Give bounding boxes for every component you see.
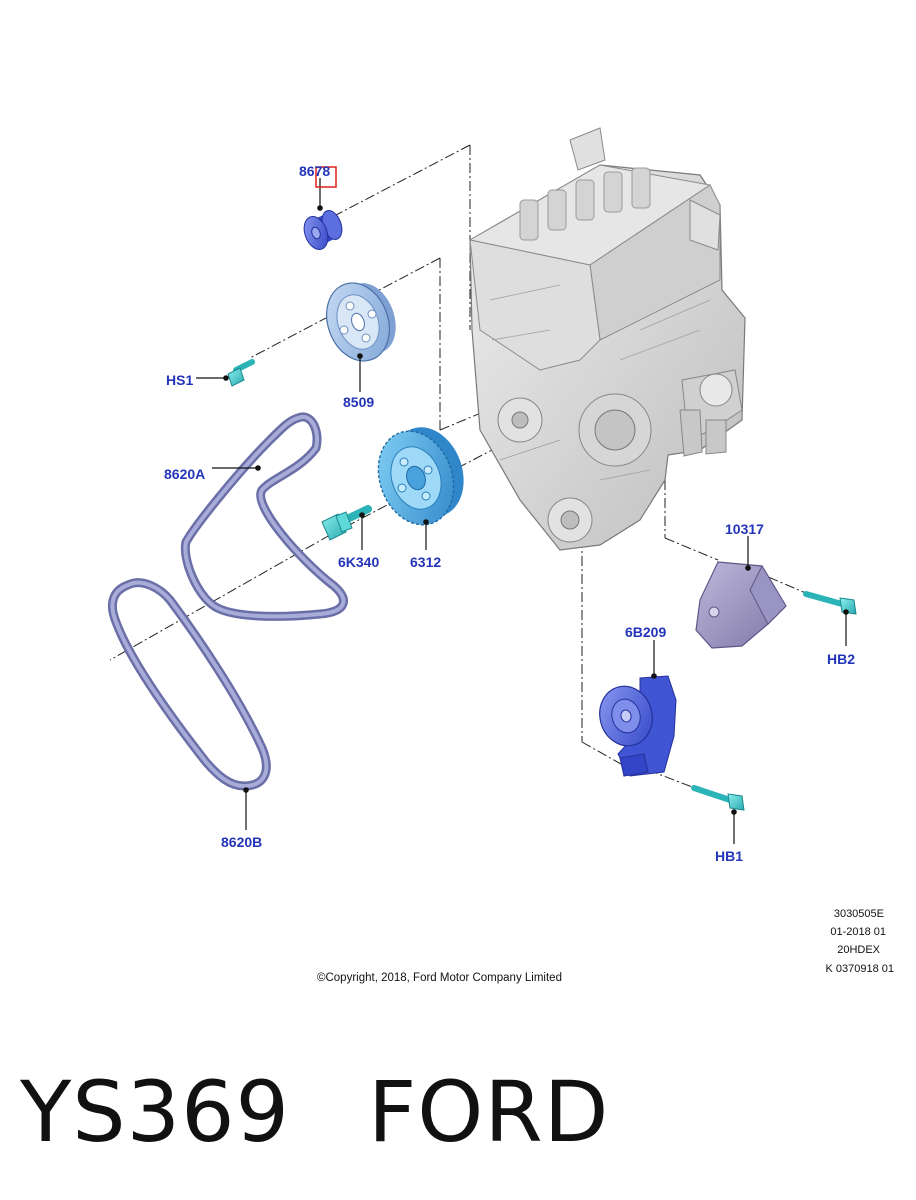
label-6k340[interactable]: 6K340: [338, 554, 379, 570]
label-6312[interactable]: 6312: [410, 554, 441, 570]
label-8620b[interactable]: 8620B: [221, 834, 262, 850]
reference-line-1: 3030505E: [834, 908, 884, 920]
reference-line-4: K 0370918 01: [825, 963, 894, 975]
product-caption: YS369 FORD: [20, 1052, 900, 1172]
bolt-hs1[interactable]: [227, 359, 255, 387]
highlight-box: [315, 166, 337, 188]
engine-block: [468, 127, 746, 551]
vibration-damper-6312[interactable]: [366, 417, 476, 535]
bolt-hb1[interactable]: [691, 785, 745, 811]
label-hb2[interactable]: HB2: [827, 651, 855, 667]
bracket-10317[interactable]: [695, 561, 787, 649]
belt-tensioner-6b209[interactable]: [593, 675, 677, 777]
reference-line-3: 20HDEX: [837, 944, 880, 956]
label-6b209[interactable]: 6B209: [625, 624, 666, 640]
drive-belt-8620b[interactable]: [108, 578, 271, 791]
exploded-parts-diagram: 8678 HS1 8509 8620A 6K340 6312 10317 HB2…: [108, 127, 894, 984]
label-hb1[interactable]: HB1: [715, 848, 743, 864]
idler-pulley-8678[interactable]: [300, 208, 346, 253]
brand-text: FORD: [367, 1063, 610, 1161]
label-10317[interactable]: 10317: [725, 521, 764, 537]
label-8678[interactable]: 8678: [299, 163, 330, 179]
bolt-6k340[interactable]: [321, 505, 372, 541]
copyright-notice: ©Copyright, 2018, Ford Motor Company Lim…: [317, 972, 562, 984]
label-leaders: [196, 178, 847, 844]
leader-dots: [223, 205, 849, 815]
pulley-8509[interactable]: [316, 274, 405, 370]
drive-belt-8620a[interactable]: [180, 412, 348, 621]
bolt-hb2[interactable]: [803, 591, 857, 615]
reference-line-2: 01-2018 01: [830, 926, 886, 938]
label-8620a[interactable]: 8620A: [164, 466, 205, 482]
part-number-text: YS369: [20, 1063, 290, 1161]
label-8509[interactable]: 8509: [343, 394, 374, 410]
label-hs1[interactable]: HS1: [166, 372, 193, 388]
